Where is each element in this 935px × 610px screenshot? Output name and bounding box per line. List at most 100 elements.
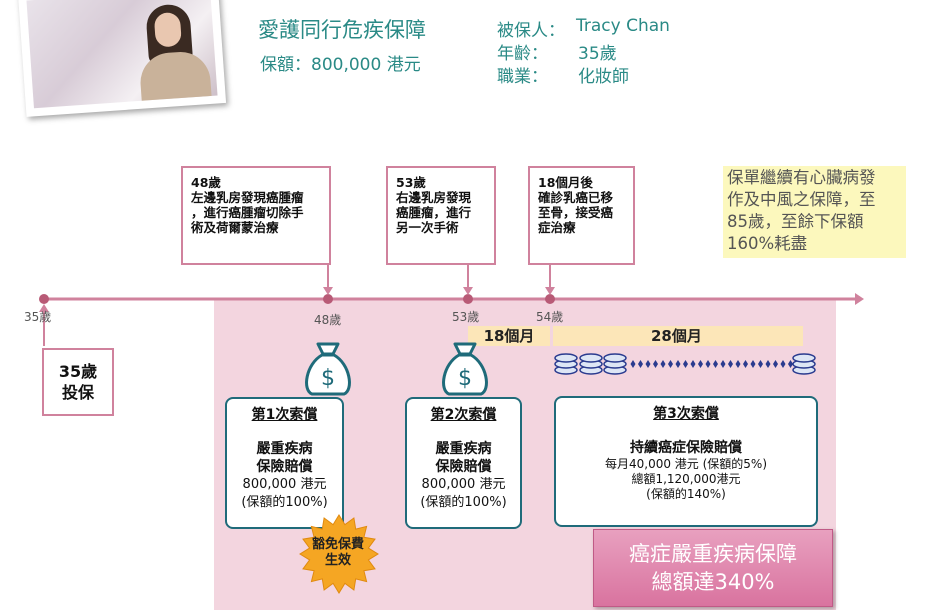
event-line: 另一次手術 <box>396 220 459 235</box>
diamond-dot <box>668 360 673 368</box>
period-28-months: 28個月 <box>553 326 803 346</box>
coin-stack-icon <box>792 353 816 375</box>
event-line: 18個月後 <box>538 175 593 190</box>
claim-title: 第1次索償 <box>251 407 318 423</box>
diamond-dot <box>638 360 643 368</box>
diamond-dot <box>683 360 688 368</box>
start-age: 35歲 <box>58 362 98 381</box>
svg-text:$: $ <box>321 366 335 391</box>
diamond-dot <box>675 360 681 368</box>
diamond-dot <box>728 360 733 368</box>
job-value: 化妝師 <box>578 67 629 87</box>
event-line: 癌腫瘤，進行 <box>396 205 472 220</box>
continued-cover-note: 保單繼續有心臟病發 作及中風之保障，至 85歲，至餘下保額 160%耗盡 <box>723 166 906 258</box>
coin-stack-icon <box>554 353 578 375</box>
svg-text:$: $ <box>458 366 472 391</box>
tick-53: 53歲 <box>452 310 480 324</box>
age-label: 年齡： <box>497 44 548 64</box>
timeline-marker-35 <box>39 294 49 304</box>
waiver-line: 生效 <box>324 553 351 568</box>
period-18-months: 18個月 <box>468 326 550 346</box>
claim-box-3: 第3次索償 持續癌症保險賠償 每月40,000 港元 (保額的5%) 總額1,1… <box>554 396 818 527</box>
premium-waiver-label: 豁免保費 生效 <box>310 537 366 569</box>
timeline-marker-48 <box>323 294 333 304</box>
claim-box-1: 第1次索償 嚴重疾病 保險賠償 800,000 港元 (保額的100%) <box>225 397 344 529</box>
diamond-dot <box>750 360 756 368</box>
claim-total: 總額1,120,000港元 <box>631 472 741 486</box>
diamond-dot <box>705 360 711 368</box>
claim-line: 嚴重疾病 <box>256 441 313 457</box>
coin-stack-icon <box>603 353 627 375</box>
waiver-line: 豁免保費 <box>311 537 364 552</box>
diamond-dot <box>765 360 771 368</box>
timeline-arrowhead <box>855 293 864 305</box>
claim-percent: (保額的100%) <box>241 495 328 510</box>
claim-amount: 800,000 港元 <box>421 477 506 492</box>
event-line: 術及荷爾蒙治療 <box>191 220 279 235</box>
insured-value: Tracy Chan <box>576 16 670 36</box>
diamond-dots <box>630 360 793 368</box>
diamond-dot <box>630 360 636 368</box>
event-line: 53歲 <box>396 175 426 190</box>
event-line: 至骨，接受癌 <box>538 205 614 220</box>
claim-box-2: 第2次索償 嚴重疾病 保險賠償 800,000 港元 (保額的100%) <box>405 397 522 529</box>
monthly-payments-graphic <box>554 353 816 375</box>
timeline-marker-54 <box>545 294 555 304</box>
event-box-48: 48歲 左邊乳房發現癌腫瘤 ，進行癌腫瘤切除手 術及荷爾蒙治療 <box>181 166 331 265</box>
diamond-dot <box>780 360 786 368</box>
start-label: 投保 <box>61 383 94 402</box>
event-box-53: 53歲 右邊乳房發現 癌腫瘤，進行 另一次手術 <box>386 166 496 265</box>
diamond-dot <box>645 360 651 368</box>
claim-monthly: 每月40,000 港元 (保額的5%) <box>604 457 768 471</box>
claim-line: 持續癌症保險賠償 <box>630 440 742 456</box>
event-line: ，進行癌腫瘤切除手 <box>191 205 304 220</box>
claim-amount: 800,000 港元 <box>242 477 327 492</box>
diamond-dot <box>788 360 793 368</box>
tick-48: 48歲 <box>314 313 342 327</box>
diamond-dot <box>660 360 666 368</box>
event-line: 右邊乳房發現 <box>396 190 472 205</box>
note-line: 作及中風之保障，至 <box>727 190 876 209</box>
note-line: 160%耗盡 <box>727 234 808 253</box>
claim-title: 第3次索償 <box>653 406 719 422</box>
claim-line: 保險賠償 <box>256 459 313 475</box>
event-line: 症治療 <box>538 220 576 235</box>
diamond-dot <box>735 360 741 368</box>
age-value: 35歲 <box>578 44 617 64</box>
coin-stack-icon <box>579 353 603 375</box>
diamond-dot <box>698 360 703 368</box>
event-line: 48歲 <box>191 175 221 190</box>
insured-label: 被保人： <box>497 21 565 41</box>
tick-54: 54歲 <box>536 310 564 324</box>
diamond-dot <box>720 360 726 368</box>
money-bag-icon: $ <box>442 342 488 396</box>
policy-start-box: 35歲 投保 <box>42 348 114 416</box>
total-line: 癌症嚴重疾病保障 <box>629 542 797 566</box>
claim-title: 第2次索償 <box>430 407 497 423</box>
diamond-dot <box>758 360 763 368</box>
diamond-dot <box>690 360 696 368</box>
event-box-54: 18個月後 確診乳癌已移 至骨，接受癌 症治療 <box>528 166 635 265</box>
total-line: 總額達340% <box>651 570 775 594</box>
diamond-dot <box>653 360 658 368</box>
tick-35: 35歲 <box>24 310 52 324</box>
claim-percent: (保額的140%) <box>646 487 726 501</box>
claim-percent: (保額的100%) <box>420 495 507 510</box>
money-bag-icon: $ <box>305 342 351 396</box>
sum-insured: 保額：800,000 港元 <box>260 55 421 75</box>
claim-line: 保險賠償 <box>435 459 492 475</box>
claim-line: 嚴重疾病 <box>435 441 492 457</box>
timeline-marker-53 <box>463 294 473 304</box>
event-line: 確診乳癌已移 <box>538 190 614 205</box>
starburst-badge <box>299 514 379 594</box>
note-line: 保單繼續有心臟病發 <box>727 168 876 187</box>
event-line: 左邊乳房發現癌腫瘤 <box>191 190 304 205</box>
diamond-dot <box>773 360 778 368</box>
plan-title: 愛護同行危疾保障 <box>258 18 426 42</box>
diamond-dot <box>743 360 748 368</box>
note-line: 85歲，至餘下保額 <box>727 212 864 231</box>
total-coverage-box: 癌症嚴重疾病保障 總額達340% <box>593 529 833 607</box>
job-label: 職業： <box>497 67 548 87</box>
diamond-dot <box>713 360 718 368</box>
